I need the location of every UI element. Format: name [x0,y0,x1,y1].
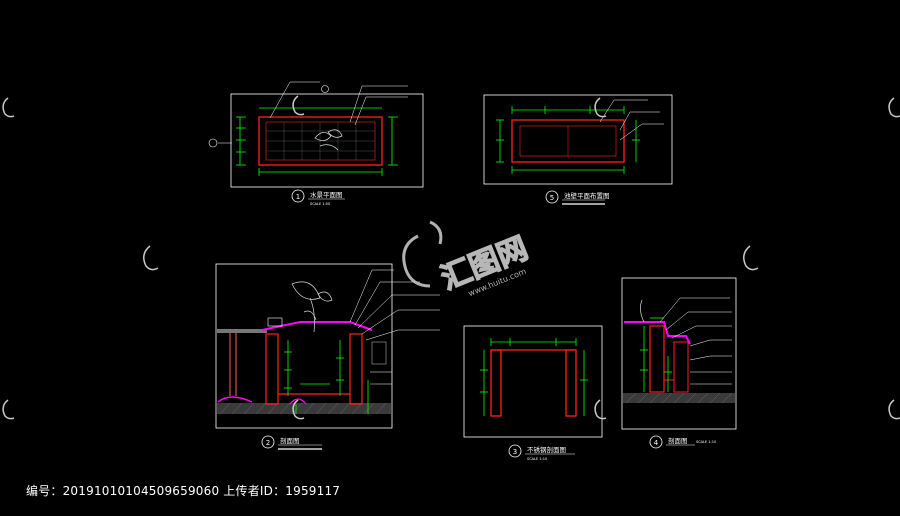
lotus-sculpture-elevation [291,281,333,333]
drawing-5-plan: 5 池壁平面布置图 [483,94,673,205]
drawing-1-number: 1 [296,193,300,201]
drawing-2-number-circle [261,435,275,449]
drawing-4-title: 剖面图 [668,436,688,445]
pool-outline [258,116,383,166]
dimension-lines [236,107,398,176]
dimension-lines-3 [480,338,588,416]
drawing-2-section: 2 剖面图 [215,263,440,450]
drawing-1-plan: 1 水景平面图 SCALE 1:50 [208,81,424,206]
lotus-sculpture [314,129,343,151]
drawing-4-frame [621,277,737,430]
drawing-3-title: 不锈钢剖面图 [527,445,566,454]
drawing-5-number: 5 [550,194,554,202]
drawing-3-number: 3 [513,448,517,456]
drawing-1-frame [230,93,424,188]
drawing-3-section: 3 不锈钢剖面图 SCALE 1:10 [463,325,603,461]
drawing-5-number-circle [545,190,559,204]
dimension-lines-2 [284,340,369,414]
drawing-3-scale: SCALE 1:10 [527,457,547,461]
drawing-5-frame [483,94,673,185]
watermark: 汇图网 www.huitu.com [402,220,533,298]
drawing-4-section: 4 剖面图 SCALE 1:10 [621,277,737,449]
drawing-1-scale: SCALE 1:50 [310,202,330,206]
footer-id-text: 编号：20191010104509659060 上传者ID：1959117 [26,484,341,498]
drawing-4-number: 4 [654,439,659,447]
drawing-1-title: 水景平面图 [310,190,343,199]
drawing-1-number-circle [291,189,305,203]
drawing-2-number: 2 [266,439,270,447]
drawing-3-frame [463,325,603,438]
drawing-4-scale: SCALE 1:10 [696,440,716,444]
drawing-3-number-circle [508,444,522,458]
watermark-logo-icon [402,220,443,288]
watermark-small-icons [2,95,900,420]
drawing-4-number-circle [649,435,663,449]
dimension-lines-5 [496,106,640,174]
drawing-5-title: 池壁平面布置图 [564,191,610,200]
dimension-lines-4 [640,317,672,392]
drawing-2-frame [215,263,393,429]
drawing-2-title: 剖面图 [280,436,300,445]
